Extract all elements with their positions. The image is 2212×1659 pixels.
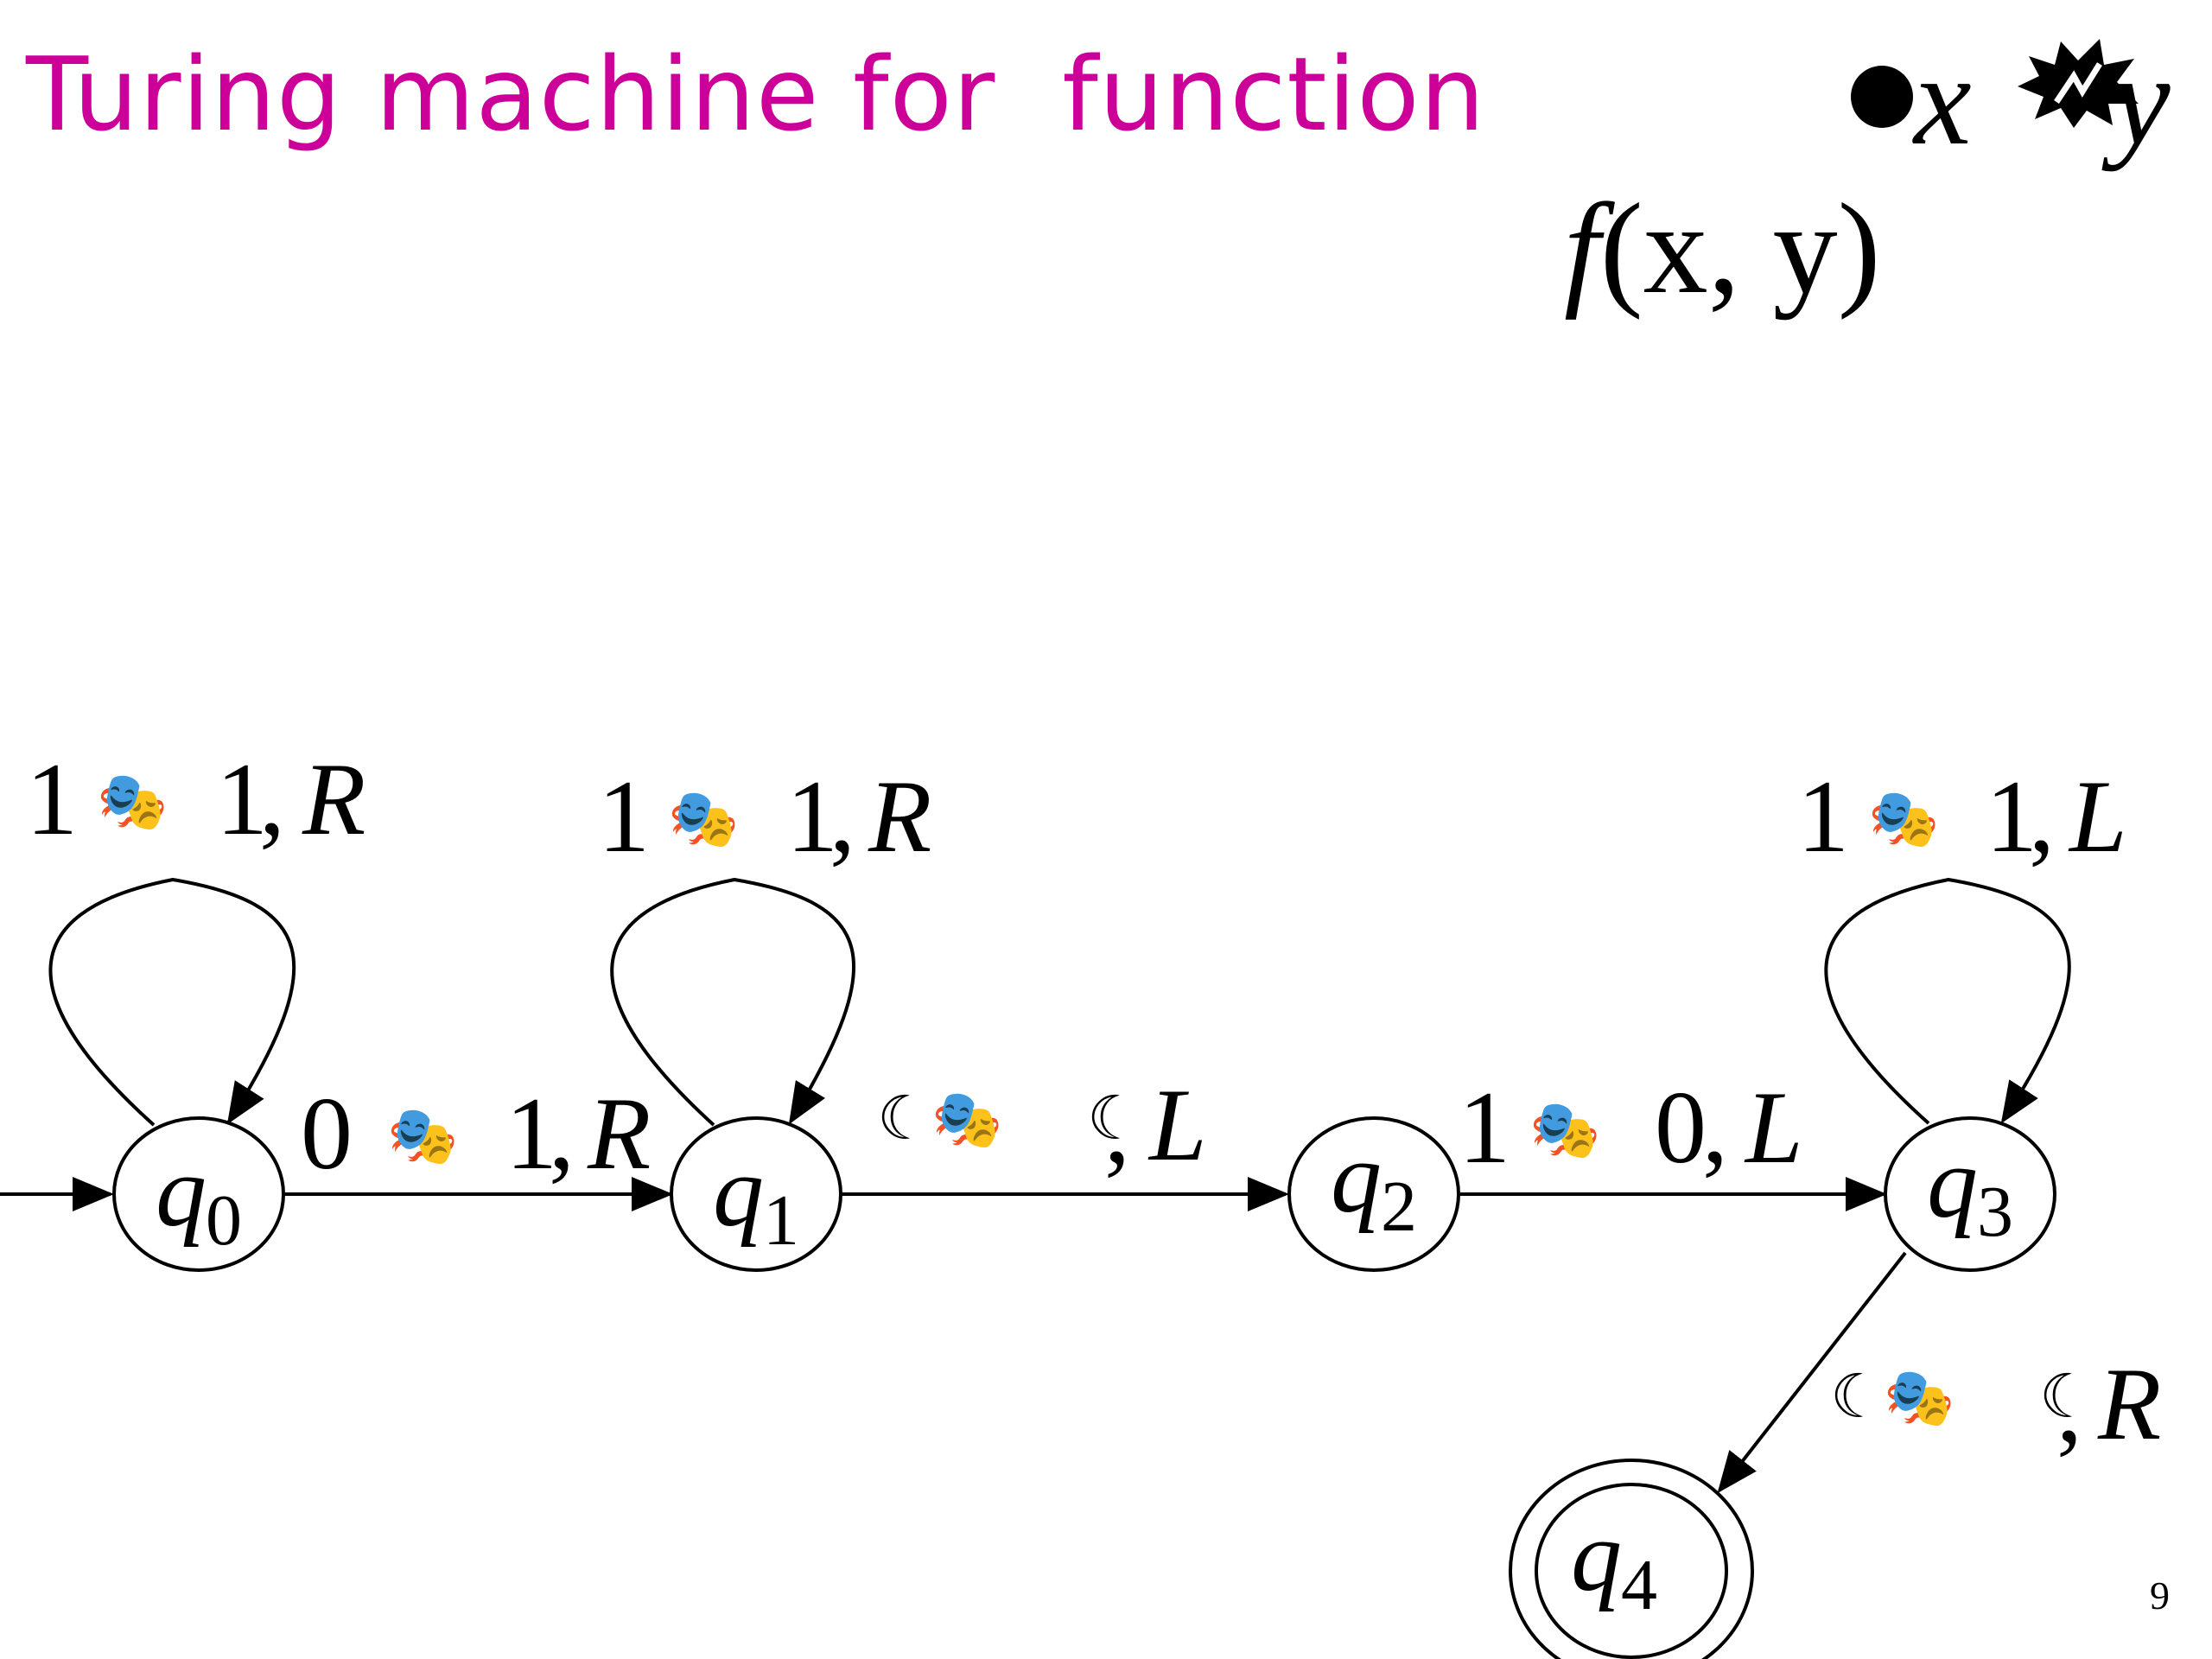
svg-text:,: , <box>549 1076 575 1191</box>
theatre-masks-icon: 🎭 <box>668 785 739 852</box>
svg-text:,: , <box>2029 759 2055 874</box>
label-q3-q4-move: R <box>2097 1346 2161 1461</box>
crescent-moon-icon: ☾ <box>2039 1361 2094 1432</box>
label-q1-loop-write: 1 <box>786 759 838 874</box>
label-q0-loop: 1 🎭 1 , R <box>26 741 365 856</box>
label-q0-loop-move: R <box>302 741 365 856</box>
formula-operator-icon <box>2018 39 2139 128</box>
svg-text:,: , <box>259 741 285 856</box>
label-q2-q3-move: L <box>1744 1070 1803 1185</box>
state-q1: q 1 <box>670 1116 842 1272</box>
state-q0-sub: 0 <box>206 1180 242 1261</box>
crescent-moon-icon: ☾ <box>877 1083 931 1154</box>
function-formula: f(x, y) <box>1434 26 1881 472</box>
label-q0-loop-write: 1 <box>216 741 268 856</box>
label-q0-q1-write: 1 <box>505 1076 557 1191</box>
state-q0-name: q <box>156 1135 207 1248</box>
loop-q0 <box>48 877 296 1127</box>
svg-text:,: , <box>830 759 855 874</box>
formula-x: x <box>1914 29 1972 172</box>
label-q3-loop-move: L <box>2068 759 2127 874</box>
svg-text:,: , <box>2056 1349 2082 1464</box>
slide-title: Turing machine for function <box>26 35 1486 154</box>
state-q2: q 2 <box>1287 1116 1460 1272</box>
label-q3-q4: ☾ 🎭 ☾ , R <box>1830 1346 2161 1464</box>
label-q1-loop: 1 🎭 1 , R <box>598 759 931 874</box>
state-q2-sub: 2 <box>1381 1166 1417 1247</box>
state-q0: q 0 <box>112 1116 285 1272</box>
label-q0-loop-read: 1 <box>26 741 78 856</box>
loop-q1 <box>610 877 856 1127</box>
theatre-masks-icon: 🎭 <box>931 1086 1002 1153</box>
svg-text:,: , <box>1702 1070 1728 1185</box>
theatre-masks-icon: 🎭 <box>97 768 168 835</box>
state-q3-name: q <box>1927 1126 1978 1239</box>
state-q1-sub: 1 <box>763 1180 799 1261</box>
formula-f: f <box>1564 177 1600 321</box>
state-q4: q 4 <box>1509 1459 1754 1659</box>
formula-y: y <box>2113 29 2171 172</box>
label-q0-q1: 0 🎭 1 , R <box>301 1076 651 1191</box>
crescent-moon-icon: ☾ <box>1830 1361 1885 1432</box>
label-q2-q3: 1 🎭 0 , L <box>1459 1070 1803 1185</box>
theatre-masks-icon: 🎭 <box>1884 1364 1955 1431</box>
theatre-masks-icon: 🎭 <box>387 1103 458 1169</box>
edge-q3-q4 <box>1717 1251 1907 1494</box>
page-number: 9 <box>2150 1573 2170 1618</box>
svg-text:,: , <box>1104 1070 1130 1185</box>
state-q3-sub: 3 <box>1977 1172 2013 1252</box>
label-q1-q2: ☾ 🎭 ☾ , L <box>877 1067 1207 1185</box>
label-q1-loop-read: 1 <box>598 759 650 874</box>
label-q2-q3-write: 0 <box>1655 1070 1707 1185</box>
label-q0-q1-read: 0 <box>301 1076 353 1191</box>
label-q1-loop-move: R <box>868 759 931 874</box>
crescent-moon-icon: ☾ <box>1087 1083 1141 1154</box>
label-q2-q3-read: 1 <box>1459 1070 1510 1185</box>
formula-args: (x, y) <box>1599 177 1881 321</box>
state-q4-sub: 4 <box>1621 1545 1657 1625</box>
state-q4-name: q <box>1571 1499 1622 1612</box>
label-q1-q2-move: L <box>1147 1067 1207 1182</box>
label-q3-loop-write: 1 <box>1986 759 2037 874</box>
label-q3-loop: 1 🎭 1 , L <box>1797 759 2127 874</box>
state-q1-name: q <box>713 1135 764 1248</box>
theatre-masks-icon: 🎭 <box>1868 785 1939 852</box>
state-q3: q 3 <box>1884 1116 2056 1272</box>
label-q0-q1-move: R <box>587 1076 651 1191</box>
state-q2-name: q <box>1331 1121 1382 1234</box>
label-q3-loop-read: 1 <box>1797 759 1849 874</box>
theatre-masks-icon: 🎭 <box>1529 1096 1600 1163</box>
loop-q3 <box>1824 877 2071 1125</box>
formula-equals-icon <box>1851 66 1913 128</box>
